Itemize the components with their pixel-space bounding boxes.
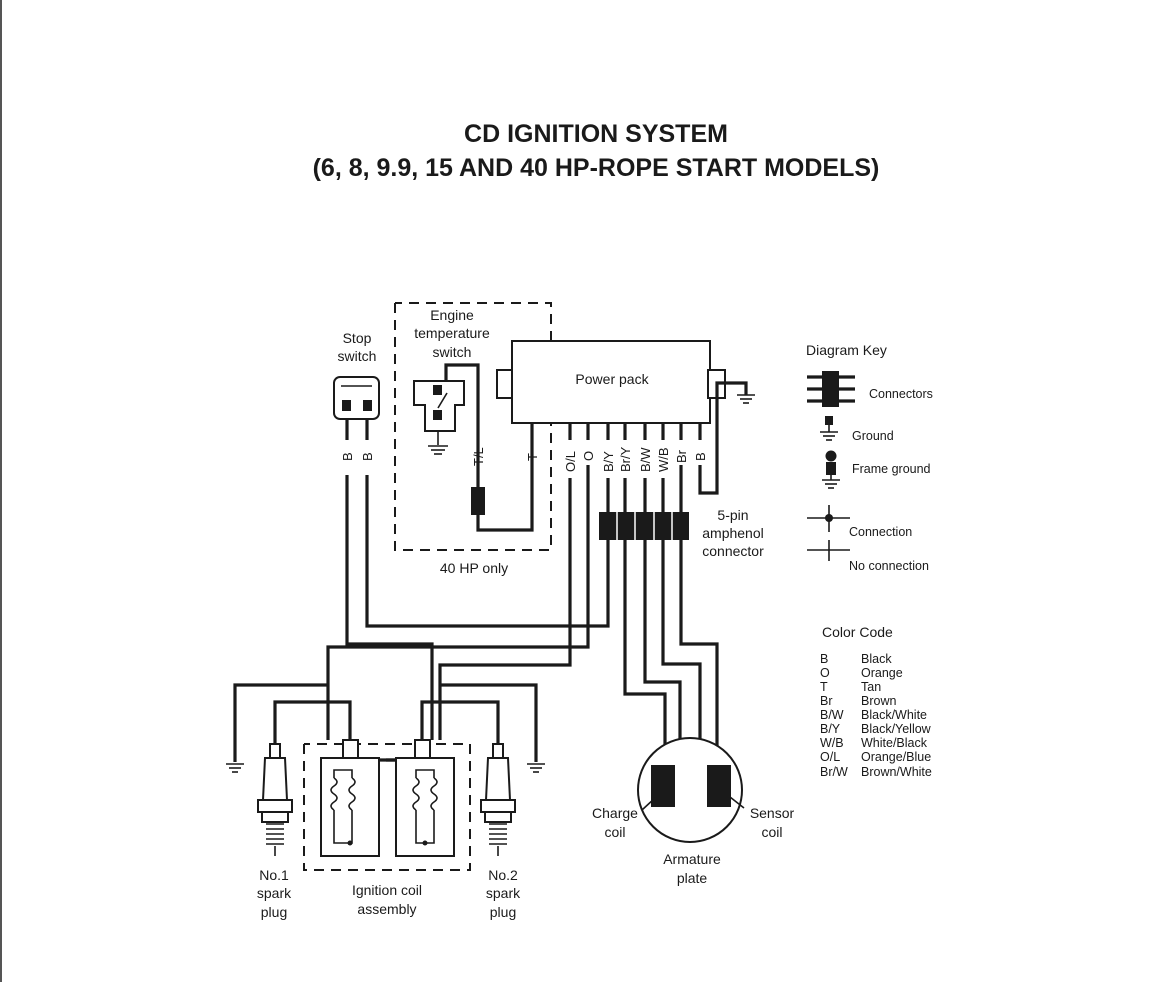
ignition-coil-label-line2: assembly bbox=[357, 901, 416, 917]
key-connectors-label: Connectors bbox=[869, 387, 933, 401]
pp-wire-label-bry: Br/Y bbox=[618, 446, 633, 472]
amphenol-label-line3: connector bbox=[702, 543, 764, 559]
color-code-abbr: B bbox=[820, 652, 828, 666]
spark-plug-1-label-line3: plug bbox=[261, 904, 287, 920]
color-code-name: Black/Yellow bbox=[861, 722, 932, 736]
engine-temp-label-line2: temperature bbox=[414, 325, 490, 341]
stop-switch-label-line2: switch bbox=[338, 348, 377, 364]
amphenol-label-line1: 5-pin bbox=[717, 507, 748, 523]
armature-plate bbox=[637, 737, 745, 843]
color-code-name: Brown/White bbox=[861, 765, 932, 779]
pp-wire-label-o: O bbox=[581, 451, 596, 461]
connector-key-icon bbox=[807, 371, 855, 407]
pp-wire-label-ol: O/L bbox=[563, 451, 578, 472]
amphenol-label-line2: amphenol bbox=[702, 525, 764, 541]
engine-temp-label-line3: switch bbox=[433, 344, 472, 360]
diagram-title-line1: CD IGNITION SYSTEM bbox=[464, 120, 728, 148]
color-code-title: Color Code bbox=[822, 624, 893, 640]
color-code-abbr: W/B bbox=[820, 736, 844, 750]
engine-temperature-switch bbox=[413, 363, 534, 532]
forty-hp-dashed-region bbox=[394, 302, 552, 551]
color-code-abbr: O bbox=[820, 666, 830, 680]
spark-plug-1-label-line2: spark bbox=[257, 885, 292, 901]
pp-wire-label-by: B/Y bbox=[601, 451, 616, 472]
spark-plug-2-label-line2: spark bbox=[486, 885, 521, 901]
frame-ground-key-icon bbox=[822, 450, 840, 489]
color-code-abbr: O/L bbox=[820, 750, 840, 764]
sensor-coil-label-line1: Sensor bbox=[750, 805, 795, 821]
connection-key-icon bbox=[807, 505, 850, 532]
ground-symbol-left bbox=[226, 763, 244, 773]
ground-key-icon bbox=[820, 416, 838, 441]
key-ground-label: Ground bbox=[852, 429, 894, 443]
forty-hp-only-label: 40 HP only bbox=[440, 560, 508, 576]
armature-label-line2: plate bbox=[677, 870, 708, 886]
pp-wire-label-br: Br bbox=[674, 449, 689, 463]
pp-wire-label-b: B bbox=[693, 452, 708, 461]
stop-wire-label-b2: B bbox=[360, 452, 375, 461]
stop-wire-label-b1: B bbox=[340, 452, 355, 461]
pp-wire-label-bw: B/W bbox=[638, 447, 653, 472]
spark-plug-1 bbox=[257, 743, 293, 856]
color-code-table: B Black O Orange T Tan Br Brown B/W Blac… bbox=[820, 652, 932, 779]
key-no-connection-label: No connection bbox=[849, 559, 929, 573]
color-code-name: Orange/Blue bbox=[861, 750, 931, 764]
key-frame-ground-label: Frame ground bbox=[852, 462, 931, 476]
ignition-coil-label-line1: Ignition coil bbox=[352, 882, 422, 898]
color-code-name: Tan bbox=[861, 680, 881, 694]
wiring-harness bbox=[233, 381, 725, 765]
color-code-abbr: B/Y bbox=[820, 722, 841, 736]
amphenol-connector bbox=[599, 512, 689, 540]
key-connection-label: Connection bbox=[849, 525, 912, 539]
color-code-abbr: Br/W bbox=[820, 765, 848, 779]
engine-temp-label-mask bbox=[405, 305, 510, 362]
wire-label-t: T bbox=[525, 453, 540, 461]
spark-plug-1-label-line1: No.1 bbox=[259, 867, 289, 883]
charge-coil-label-line1: Charge bbox=[592, 805, 638, 821]
color-code-abbr: T bbox=[820, 680, 828, 694]
color-code-abbr: Br bbox=[820, 694, 833, 708]
color-code-name: White/Black bbox=[861, 736, 928, 750]
stop-switch-label-line1: Stop bbox=[343, 330, 372, 346]
diagram-key-title: Diagram Key bbox=[806, 342, 887, 358]
ignition-coil-assembly bbox=[303, 739, 471, 871]
pp-wire-label-wb: W/B bbox=[656, 447, 671, 472]
color-code-name: Brown bbox=[861, 694, 896, 708]
sensor-coil-label-line2: coil bbox=[761, 824, 782, 840]
spark-plug-2 bbox=[480, 743, 516, 856]
color-code-name: Orange bbox=[861, 666, 903, 680]
armature-label-line1: Armature bbox=[663, 851, 721, 867]
power-pack bbox=[496, 340, 755, 440]
stop-switch bbox=[333, 376, 380, 440]
power-pack-label: Power pack bbox=[575, 371, 649, 387]
engine-temp-label-line1: Engine bbox=[430, 307, 474, 323]
spark-plug-2-label-line3: plug bbox=[490, 904, 516, 920]
color-code-name: Black/White bbox=[861, 708, 927, 722]
charge-coil-label-line2: coil bbox=[604, 824, 625, 840]
diagram-title-line2: (6, 8, 9.9, 15 AND 40 HP-ROPE START MODE… bbox=[313, 154, 880, 182]
color-code-name: Black bbox=[861, 652, 892, 666]
spark-plug-2-label-line1: No.2 bbox=[488, 867, 518, 883]
wire-label-tl: T/L bbox=[471, 447, 486, 466]
no-connection-key-icon bbox=[807, 540, 850, 561]
page-edge-line bbox=[0, 0, 2, 982]
ground-symbol-right bbox=[527, 763, 545, 773]
color-code-abbr: B/W bbox=[820, 708, 844, 722]
